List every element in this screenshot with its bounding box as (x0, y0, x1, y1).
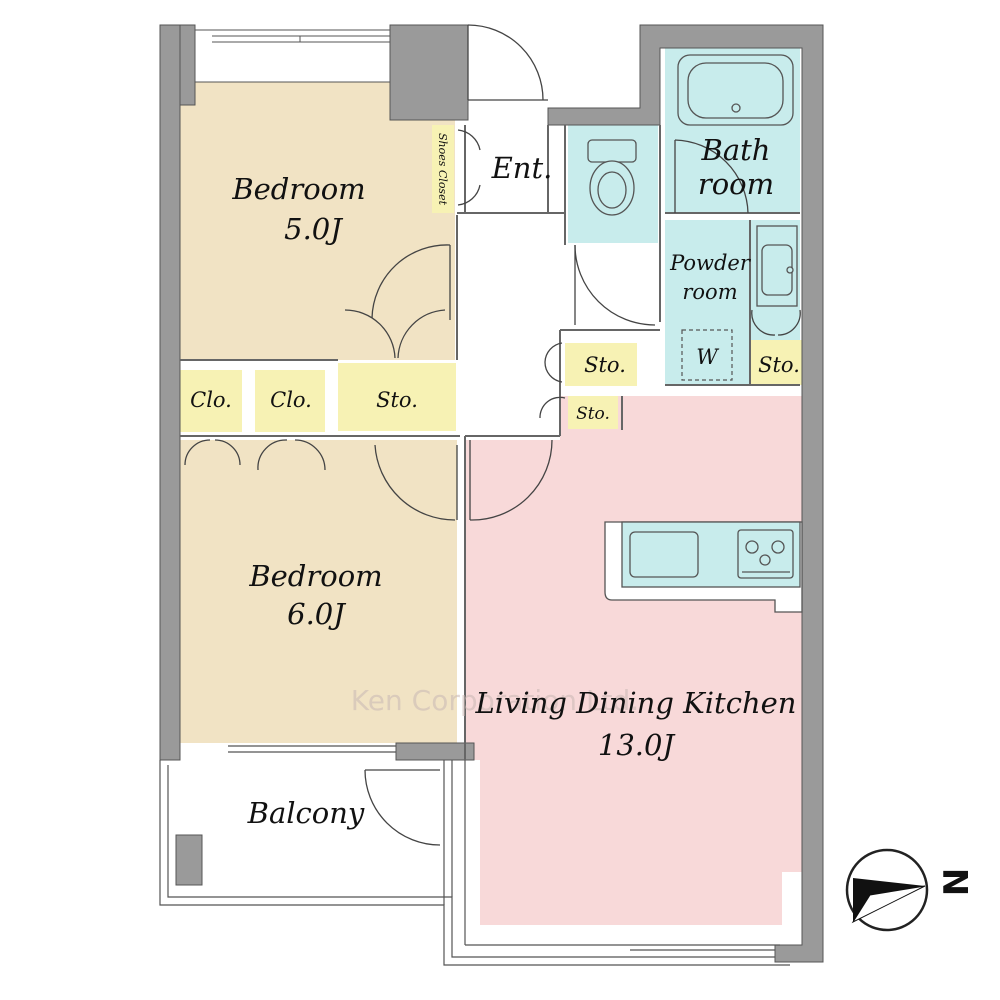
balcony-area (172, 765, 444, 885)
storage-small-area (568, 396, 618, 429)
bedroom-1-area (180, 82, 455, 360)
bedroom-2-size: 6.0J (287, 597, 346, 631)
shoes-closet-label: Shoes Closet (436, 133, 449, 206)
closet-1-label: Clo. (190, 388, 232, 412)
entrance-label: Ent. (491, 151, 553, 185)
washbasin (756, 225, 798, 307)
storage-small-label: Sto. (576, 404, 610, 424)
ldk-name: Living Dining Kitchen (475, 686, 797, 720)
washer-space: W (681, 329, 733, 381)
storage-powder-area (750, 340, 808, 385)
ldk-size: 13.0J (598, 728, 676, 762)
bedroom-1-name: Bedroom (231, 172, 365, 206)
bath-label-1: Bath (701, 133, 771, 167)
closet-1-area (180, 370, 242, 432)
bedroom-2-name: Bedroom (248, 559, 382, 593)
storage-powder-label: Sto. (758, 353, 800, 377)
watermark: Ken Corporation Ltd. (351, 684, 639, 717)
doors (184, 24, 801, 846)
closet-2-area (255, 370, 325, 432)
compass: N (845, 848, 977, 932)
bathtub (677, 54, 794, 126)
storage-hall-label: Sto. (584, 353, 626, 377)
ldk-area (465, 396, 802, 925)
compass-north-label: N (937, 868, 977, 896)
partitions (180, 125, 800, 760)
bedroom-2-area (180, 440, 457, 743)
kitchen-counter (604, 521, 803, 613)
storage-main-label: Sto. (376, 388, 418, 412)
top-window (194, 29, 391, 83)
powder-label-2: room (682, 280, 737, 304)
shoes-closet-area (432, 125, 454, 213)
balcony-railing (159, 745, 790, 966)
balcony-label: Balcony (247, 796, 365, 830)
storage-main-area (338, 363, 456, 431)
closet-2-label: Clo. (270, 388, 312, 412)
toilet (587, 139, 637, 216)
powder-label-1: Powder (669, 251, 752, 275)
bedroom-1-size: 5.0J (284, 212, 343, 246)
bath-label-2: room (698, 167, 774, 201)
washer-label: W (696, 345, 720, 369)
storage-hall-area (565, 343, 637, 386)
